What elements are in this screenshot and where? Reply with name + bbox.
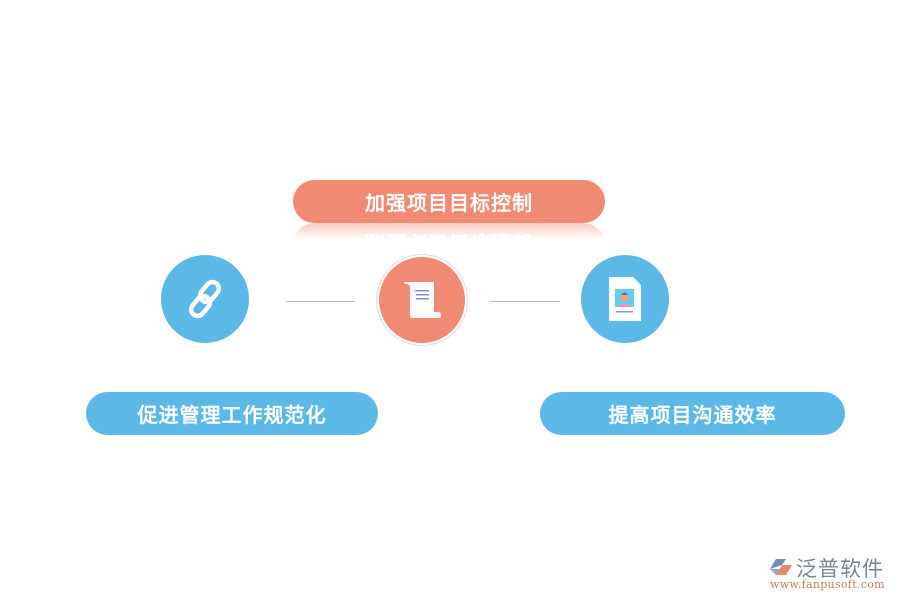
left-goal-label: 促进管理工作规范化 [137,403,327,427]
chain-link-icon [188,279,222,319]
left-goal-pill: 促进管理工作规范化 [86,392,378,435]
profile-document-icon [609,277,641,321]
connector-line-left [286,301,355,302]
logo-url: www.fanpusoft.com [770,578,885,591]
brand-logo: 泛普软件 www.fanpusoft.com [768,553,893,593]
top-goal-label: 加强项目目标控制 [365,191,533,215]
top-goal-pill: 加强项目目标控制 [293,180,605,223]
top-goal-reflection: 加强项目目标控制 [293,223,605,243]
scroll-document-icon [404,282,441,318]
connector-line-right [490,301,560,302]
right-goal-pill: 提高项目沟通效率 [540,392,845,435]
right-goal-label: 提高项目沟通效率 [608,403,777,427]
logo-name: 泛普软件 [796,557,884,581]
scroll-circle [379,257,465,343]
profile-circle [581,255,669,343]
link-circle [161,255,249,343]
logo-mark-icon [770,559,792,575]
